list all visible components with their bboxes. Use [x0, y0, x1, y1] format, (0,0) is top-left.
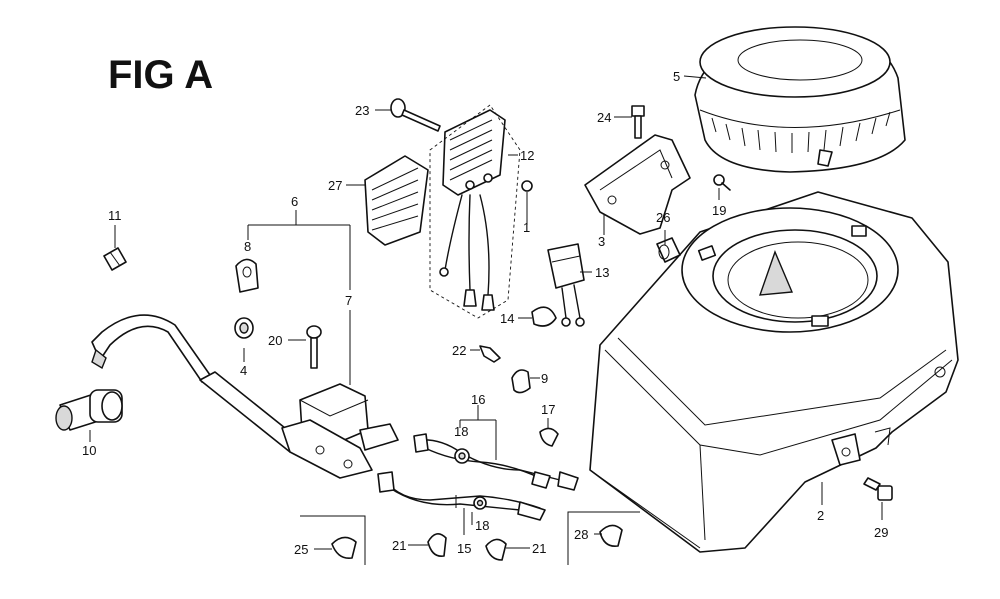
callout-29: 29: [874, 525, 888, 540]
callout-labels: 5 24 19 3 26 23 12 1 27 13 14 11 6 8 7 4…: [82, 69, 888, 557]
part-grommet-18b: [473, 496, 487, 510]
callout-16: 16: [471, 392, 485, 407]
callout-14: 14: [500, 311, 514, 326]
callout-5: 5: [673, 69, 680, 84]
part-clip-25: [300, 515, 366, 565]
callout-19: 19: [712, 203, 726, 218]
part-clamp-9: [511, 369, 531, 394]
part-air-cleaner-cover: [694, 26, 906, 173]
part-harness-15: [377, 471, 546, 521]
figure-title: FIG A: [108, 53, 213, 97]
callout-26: 26: [656, 210, 670, 225]
part-clip-21b: [485, 538, 507, 561]
part-grommet-4: [234, 317, 254, 339]
part-screw-22: [479, 345, 501, 363]
part-module-13: [547, 243, 585, 327]
part-fastener-1: [521, 180, 533, 225]
part-screw-19: [713, 174, 731, 191]
callout-9: 9: [541, 371, 548, 386]
part-spark-plug-cap-10: [55, 314, 211, 431]
callout-21a: 21: [392, 538, 406, 553]
callout-22: 22: [452, 343, 466, 358]
part-clip-21a: [427, 533, 447, 558]
callout-23: 23: [355, 103, 369, 118]
part-grommet-8: [235, 258, 259, 293]
part-engine-cover: [589, 191, 959, 553]
part-bolt-24: [631, 105, 645, 139]
callout-8: 8: [244, 239, 251, 254]
part-clip-17: [539, 427, 559, 447]
callout-27: 27: [328, 178, 342, 193]
callout-21b: 21: [532, 541, 546, 556]
callout-13: 13: [595, 265, 609, 280]
callout-10: 10: [82, 443, 96, 458]
part-regulator-12: [429, 104, 521, 319]
part-bolt-29: [863, 477, 893, 501]
callout-18b: 18: [475, 518, 489, 533]
callout-11: 11: [108, 208, 122, 223]
part-bolt-20: [306, 325, 322, 369]
part-bracket: [584, 134, 691, 235]
part-rectifier-27: [364, 155, 429, 246]
callout-25: 25: [294, 542, 308, 557]
part-collar-26: [656, 237, 681, 263]
callout-1: 1: [523, 220, 530, 235]
callout-6: 6: [291, 194, 298, 209]
part-clip-11: [103, 247, 127, 271]
part-clip-28: [567, 511, 640, 565]
callout-15: 15: [457, 541, 471, 556]
leader-lines: [89, 75, 883, 550]
callout-18a: 18: [454, 424, 468, 439]
callout-28: 28: [574, 527, 588, 542]
part-bolt-23: [390, 98, 441, 132]
part-grommet-18a: [454, 448, 470, 464]
callout-24: 24: [597, 110, 611, 125]
part-clip-14: [531, 306, 557, 327]
callout-17: 17: [541, 402, 555, 417]
callout-2: 2: [817, 508, 824, 523]
callout-7: 7: [345, 293, 352, 308]
callout-4: 4: [240, 363, 247, 378]
callout-12: 12: [520, 148, 534, 163]
callout-20: 20: [268, 333, 282, 348]
callout-3: 3: [598, 234, 605, 249]
part-ignition-coil-7: [199, 371, 399, 479]
